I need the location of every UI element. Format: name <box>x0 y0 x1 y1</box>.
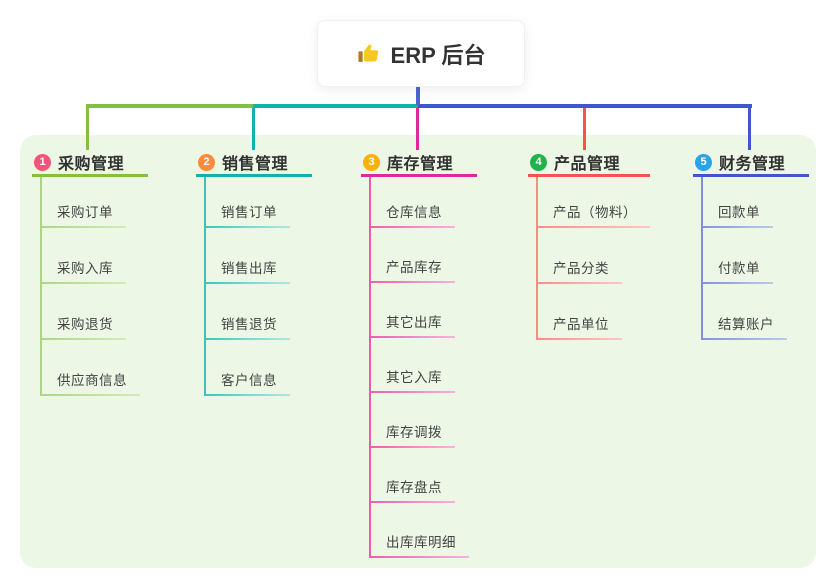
tree-node-item[interactable]: 采购退货 <box>40 284 126 340</box>
connector-drop-product <box>583 107 586 150</box>
branch-finance: 5 财务管理 回款单 付款单 结算账户 <box>693 150 809 340</box>
branch-heading[interactable]: 2 销售管理 <box>196 150 312 177</box>
branch-heading[interactable]: 3 库存管理 <box>361 150 477 177</box>
tree-node-item[interactable]: 库存盘点 <box>369 448 455 503</box>
root-title: ERP 后台 <box>390 42 486 68</box>
branch-sales: 2 销售管理 销售订单 销售出库 销售退货 客户信息 <box>196 150 312 396</box>
branch-number-badge: 4 <box>530 153 547 171</box>
branch-product: 4 产品管理 产品（物料） 产品分类 产品单位 <box>528 150 650 340</box>
branch-child-trunk-line <box>204 177 206 396</box>
tree-node-item[interactable]: 销售订单 <box>204 177 290 228</box>
tree-node-item[interactable]: 产品库存 <box>369 228 455 283</box>
connector-bus-finance <box>418 104 752 108</box>
connector-drop-inventory <box>416 107 419 150</box>
connector-bus-sales <box>253 104 418 108</box>
tree-node-item[interactable]: 销售出库 <box>204 228 290 284</box>
tree-node-item[interactable]: 其它入库 <box>369 338 455 393</box>
branch-children: 采购订单 采购入库 采购退货 供应商信息 <box>32 177 148 396</box>
branch-child-trunk-line <box>701 177 703 340</box>
branch-purchasing: 1 采购管理 采购订单 采购入库 采购退货 供应商信息 <box>32 150 148 396</box>
branch-heading[interactable]: 1 采购管理 <box>32 150 148 177</box>
root-node[interactable]: ERP 后台 <box>317 20 525 87</box>
tree-node-item[interactable]: 结算账户 <box>701 284 787 340</box>
tree-node-item[interactable]: 付款单 <box>701 228 773 284</box>
connector-drop-finance <box>748 104 751 150</box>
tree-node-item[interactable]: 产品分类 <box>536 228 622 284</box>
branch-label: 财务管理 <box>719 156 786 173</box>
tree-node-item[interactable]: 采购入库 <box>40 228 126 284</box>
branch-label: 采购管理 <box>58 156 125 173</box>
branch-label: 库存管理 <box>387 156 454 173</box>
branch-number-badge: 1 <box>34 153 51 171</box>
branch-heading[interactable]: 4 产品管理 <box>528 150 650 177</box>
thumbs-up-icon <box>357 42 380 65</box>
tree-node-item[interactable]: 其它出库 <box>369 283 455 338</box>
connector-bus-purchasing <box>86 104 253 108</box>
branch-children: 仓库信息 产品库存 其它出库 其它入库 库存调拨 库存盘点 出库库明细 <box>361 177 477 558</box>
branch-number-badge: 2 <box>198 153 215 171</box>
connector-root-stem <box>416 84 420 105</box>
connector-drop-sales <box>252 104 255 150</box>
tree-node-item[interactable]: 回款单 <box>701 177 773 228</box>
branch-label: 产品管理 <box>554 156 621 173</box>
branch-child-trunk-line <box>40 177 42 396</box>
branch-label: 销售管理 <box>222 156 289 173</box>
branch-heading[interactable]: 5 财务管理 <box>693 150 809 177</box>
tree-node-item[interactable]: 供应商信息 <box>40 340 140 396</box>
branch-children: 产品（物料） 产品分类 产品单位 <box>528 177 650 340</box>
branch-number-badge: 3 <box>363 153 380 171</box>
branch-child-trunk-line <box>536 177 538 340</box>
tree-node-item[interactable]: 产品单位 <box>536 284 622 340</box>
branch-children: 销售订单 销售出库 销售退货 客户信息 <box>196 177 312 396</box>
tree-node-item[interactable]: 销售退货 <box>204 284 290 340</box>
tree-node-item[interactable]: 客户信息 <box>204 340 290 396</box>
branch-number-badge: 5 <box>695 153 712 171</box>
connector-drop-purchasing <box>86 104 89 150</box>
tree-node-item[interactable]: 产品（物料） <box>536 177 650 228</box>
tree-node-item[interactable]: 出库库明细 <box>369 503 469 558</box>
tree-node-item[interactable]: 采购订单 <box>40 177 126 228</box>
branch-children: 回款单 付款单 结算账户 <box>693 177 809 340</box>
branch-child-trunk-line <box>369 177 371 558</box>
tree-node-item[interactable]: 仓库信息 <box>369 177 455 228</box>
tree-node-item[interactable]: 库存调拨 <box>369 393 455 448</box>
branch-inventory: 3 库存管理 仓库信息 产品库存 其它出库 其它入库 库存调拨 库存盘点 出库库… <box>361 150 477 558</box>
